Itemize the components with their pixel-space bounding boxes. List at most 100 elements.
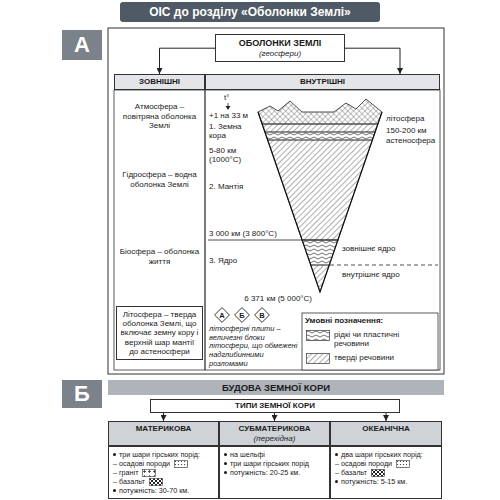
cone-outline <box>258 112 382 292</box>
root-box: ОБОЛОНКИ ЗЕМЛІ(геосфери) <box>215 34 345 62</box>
node-text: три шари гірських порід <box>230 459 309 468</box>
group-header: ВНУТРІШНІ <box>205 74 440 90</box>
node-text: БУДОВА ЗЕМНОЇ КОРИ <box>222 382 330 393</box>
earth-crust <box>258 99 382 124</box>
sphere-box: Атмосфера – повітряна оболонка Землі <box>116 100 203 133</box>
types-box: ТИПИ ЗЕМНОЇ КОРИ <box>150 399 400 413</box>
rock-swatch <box>371 469 385 477</box>
text-row: Б <box>74 383 90 405</box>
node-text: Б <box>74 383 90 405</box>
asthenosphere <box>265 132 375 140</box>
label-text: 150-200 км <box>386 126 440 135</box>
text-row: Літосфера – тверда оболонка Землі, що вк… <box>120 310 199 356</box>
node-text: Літосфера – тверда оболонка Землі, що вк… <box>120 310 199 356</box>
node-text: Гідросфера – водна оболонка Землі <box>118 170 201 189</box>
arrow-connector <box>274 413 275 421</box>
bullet-dot <box>113 489 116 492</box>
mantle <box>268 140 373 240</box>
label-text: 2. Мантія <box>209 182 264 191</box>
text-row: три шари гірських порід <box>224 459 325 468</box>
node-text: два шари гірських порід: <box>341 450 423 459</box>
node-text: А <box>219 311 224 320</box>
bullet-dot <box>224 453 227 456</box>
legend-row: тверді речовини <box>306 353 432 364</box>
diamond-shape <box>255 308 270 323</box>
text-row: ОБОЛОНКИ ЗЕМЛІ <box>220 38 340 49</box>
label-text: 1. Земна кора <box>209 122 253 140</box>
label-text: літосфера <box>386 114 440 123</box>
section-banner: БУДОВА ЗЕМНОЇ КОРИ <box>108 380 444 395</box>
rock-swatch <box>396 460 410 468</box>
text-row: А <box>74 34 90 56</box>
arrow-connector <box>345 48 400 74</box>
node-text: – граніт <box>113 468 138 477</box>
arrow-connector <box>386 413 387 421</box>
rock-swatch <box>142 469 156 477</box>
text-row: на шельфі <box>224 450 325 459</box>
label-text: 3. Ядро <box>209 256 264 265</box>
label-text: астеносфера <box>386 136 440 145</box>
sphere-box: Гідросфера – водна оболонка Землі <box>116 168 203 191</box>
text-row: два шари гірських порід: <box>335 450 437 459</box>
node-text: ОБОЛОНКИ ЗЕМЛІ <box>239 38 321 49</box>
text-row: ЗОВНІШНІ <box>117 77 202 87</box>
text-row: СУБМАТЕРИКОВА <box>222 424 327 434</box>
rock-sample <box>175 460 188 467</box>
legend-text: тверді речовини <box>334 353 432 362</box>
label-text: зовнішнє ядро <box>342 244 422 253</box>
legend-row: рідкі чи пластичні речовини <box>306 330 432 348</box>
node-text: А <box>74 34 90 56</box>
text-row: потужність: 5-15 км. <box>335 477 437 486</box>
text-row: А <box>219 311 224 320</box>
node-text: на шельфі <box>230 450 265 459</box>
plate-diamond: А <box>214 307 230 323</box>
title-banner: ОІС до розділу «Оболонки Землі» <box>120 2 380 22</box>
lithosphere-mantle <box>262 124 378 132</box>
title-text: ОІС до розділу «Оболонки Землі» <box>149 5 351 19</box>
diamond-shape <box>235 308 250 323</box>
sphere-box: Літосфера – тверда оболонка Землі, що вк… <box>116 306 203 360</box>
inner-core-boundary <box>330 265 438 266</box>
section-letter: Б <box>62 380 102 408</box>
inner-core <box>311 265 330 292</box>
rock-sample <box>397 460 410 467</box>
diamond-shape <box>215 308 230 323</box>
legend-frame <box>302 313 438 370</box>
rock-swatch <box>149 478 163 486</box>
legend-sample <box>306 353 330 364</box>
arrow-connector <box>160 48 216 74</box>
label-text: 3 000 км (3 800°С) <box>209 229 295 238</box>
column-frame <box>205 90 440 370</box>
bullet-dot <box>113 453 116 456</box>
text-row: – граніт <box>113 468 214 477</box>
bullet-dot <box>335 453 338 456</box>
text-row: – базальт <box>335 468 437 477</box>
plate-diamond: В <box>254 307 270 323</box>
node-text: Б <box>239 311 244 320</box>
rock-swatch <box>174 460 188 468</box>
rock-sample <box>149 478 162 485</box>
label-text: внутрішнє ядро <box>342 270 422 279</box>
text-row: БУДОВА ЗЕМНОЇ КОРИ <box>110 382 442 393</box>
plate-diamond: Б <box>234 307 250 323</box>
legend-text: рідкі чи пластичні речовини <box>334 330 432 348</box>
section-frame <box>108 28 444 374</box>
rock-sample <box>371 469 384 476</box>
node-text: три шари гірських порід: <box>119 450 200 459</box>
node-text: – базальт <box>335 468 367 477</box>
group-header: ЗОВНІШНІ <box>114 74 205 90</box>
column-body: три шари гірських порід:– осадові породи… <box>108 446 219 499</box>
node-text: потужність: 20-25 км. <box>230 468 300 477</box>
text-row: Гідросфера – водна оболонка Землі <box>118 170 201 189</box>
column-frame <box>114 90 205 370</box>
label-text: t° <box>224 93 240 102</box>
text-row: МАТЕРИКОВА <box>111 424 216 434</box>
mantle-core-boundary <box>208 240 339 241</box>
legend-pattern <box>307 354 330 364</box>
column-body: два шари гірських порід:– осадові породи… <box>330 446 442 499</box>
text-row: потужність: 20-25 км. <box>224 468 325 477</box>
bullet-dot <box>335 480 338 483</box>
text-row: – базальт <box>113 477 214 486</box>
rock-sample <box>143 469 156 476</box>
